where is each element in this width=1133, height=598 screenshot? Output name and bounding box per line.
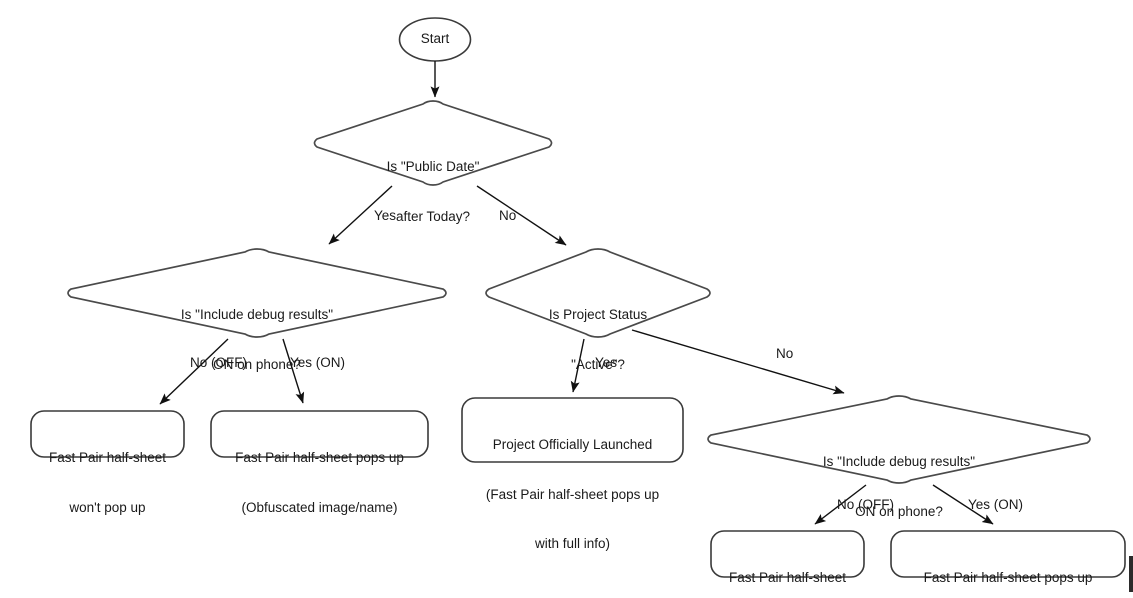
edge-project-status-no <box>631 329 845 395</box>
edge-label-debug-right-yes: Yes (ON) <box>968 497 1024 512</box>
edge-label-debug-left-yes: Yes (ON) <box>290 355 346 370</box>
node-launched-shape <box>461 397 684 463</box>
edge-public-date-no <box>476 185 567 246</box>
edge-debug-right-yes <box>932 484 994 525</box>
edge-label-project-status-no: No <box>776 346 794 361</box>
node-right-on-shape <box>890 530 1126 578</box>
edge-label-public-date-no: No <box>499 208 517 223</box>
node-left-on-shape <box>210 410 429 458</box>
edge-label-debug-right-no: No (OFF) <box>837 497 894 512</box>
node-left-off-shape <box>30 410 185 458</box>
node-start-shape <box>398 17 472 62</box>
right-edge-artifact <box>1129 556 1133 592</box>
edge-debug-left-yes <box>282 338 305 404</box>
node-right-off-shape <box>710 530 865 578</box>
edge-label-project-status-yes: Yes <box>595 355 618 370</box>
edge-debug-left-no <box>159 338 229 405</box>
node-project-status-shape <box>485 248 711 338</box>
node-public-date-shape <box>313 100 553 186</box>
node-debug-left-shape <box>67 248 447 338</box>
edge-label-debug-left-no: No (OFF) <box>190 355 247 370</box>
edge-public-date-yes <box>328 185 393 245</box>
node-debug-right-shape <box>707 395 1091 484</box>
edge-debug-right-no <box>814 484 867 525</box>
edge-label-public-date-yes: Yes <box>374 208 397 223</box>
edge-project-status-yes <box>570 338 585 393</box>
